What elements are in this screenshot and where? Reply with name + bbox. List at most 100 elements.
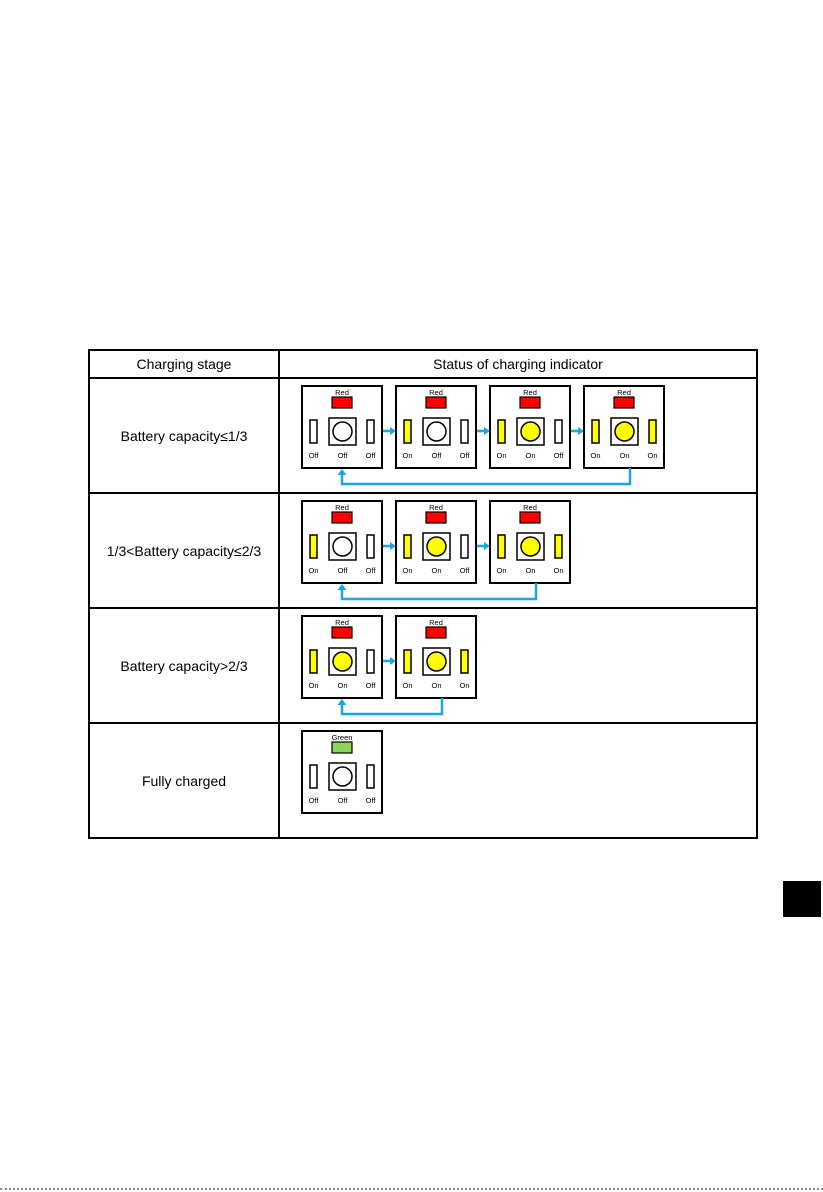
left-bar-indicator-icon [498,420,505,443]
center-state-label: On [525,566,535,575]
left-state-label: On [496,451,506,460]
status-led [332,742,352,753]
left-state-label: Off [309,796,320,805]
loop-back-arrow-head-icon [338,469,347,475]
header-charging-stage: Charging stage [89,350,279,378]
table-header-row: Charging stage Status of charging indica… [89,350,757,378]
status-led [520,397,540,408]
left-state-label: On [402,681,412,690]
center-state-label: Off [338,796,349,805]
right-bar-indicator-icon [367,420,374,443]
status-led [332,397,352,408]
left-state-label: On [496,566,506,575]
indicator-sequence: RedOn On Off RedOn On On [280,609,756,722]
stage-cell: Battery capacity>2/3 [89,608,279,723]
led-label: Red [617,388,631,397]
center-state-label: On [619,451,629,460]
loop-back-arrow-icon [342,698,442,714]
right-bar-indicator-icon [649,420,656,443]
center-state-label: On [337,681,347,690]
right-bar-indicator-icon [555,420,562,443]
loop-back-arrow-icon [342,468,630,484]
circle-indicator-icon [615,422,634,441]
charging-indicator-table: Charging stage Status of charging indica… [88,349,758,839]
left-bar-indicator-icon [310,420,317,443]
led-label: Red [429,388,443,397]
led-label: Green [332,733,353,742]
right-state-label: On [459,681,469,690]
right-bar-indicator-icon [555,535,562,558]
status-cell: RedOnOffOffRedOnOnOffRedOnOnOn [279,493,757,608]
center-state-label: Off [338,566,349,575]
status-led [614,397,634,408]
right-state-label: Off [366,796,377,805]
right-state-label: Off [366,566,377,575]
led-label: Red [429,503,443,512]
loop-back-arrow-head-icon [338,699,347,705]
status-led [520,512,540,523]
center-state-label: On [525,451,535,460]
left-state-label: On [308,566,318,575]
led-label: Red [523,388,537,397]
left-bar-indicator-icon [310,765,317,788]
circle-indicator-icon [427,422,446,441]
page-bottom-rule [0,1188,823,1190]
stage-cell: Battery capacity≤1/3 [89,378,279,493]
status-led [332,627,352,638]
status-led [426,627,446,638]
circle-indicator-icon [427,537,446,556]
status-cell: RedOffOffOffRedOnOffOffRedOnOnOffRedOnOn… [279,378,757,493]
right-state-label: Off [366,681,377,690]
right-state-label: Off [460,566,471,575]
left-bar-indicator-icon [310,650,317,673]
right-state-label: On [647,451,657,460]
right-bar-indicator-icon [367,765,374,788]
left-bar-indicator-icon [498,535,505,558]
circle-indicator-icon [521,537,540,556]
led-label: Red [429,618,443,627]
left-state-label: On [590,451,600,460]
right-state-label: Off [366,451,377,460]
led-label: Red [335,388,349,397]
left-state-label: Off [309,451,320,460]
status-led [426,512,446,523]
led-label: Red [523,503,537,512]
section-tab-marker [783,881,821,917]
header-status: Status of charging indicator [279,350,757,378]
right-bar-indicator-icon [461,535,468,558]
circle-indicator-icon [427,652,446,671]
left-bar-indicator-icon [404,420,411,443]
right-state-label: Off [460,451,471,460]
circle-indicator-icon [521,422,540,441]
indicator-sequence: RedOnOffOffRedOnOnOffRedOnOnOn [280,494,756,607]
center-state-label: Off [338,451,349,460]
left-bar-indicator-icon [592,420,599,443]
left-state-label: On [402,566,412,575]
stage-cell: 1/3<Battery capacity≤2/3 [89,493,279,608]
left-state-label: On [402,451,412,460]
right-bar-indicator-icon [367,535,374,558]
circle-indicator-icon [333,537,352,556]
status-led [426,397,446,408]
left-bar-indicator-icon [310,535,317,558]
loop-back-arrow-head-icon [338,584,347,590]
circle-indicator-icon [333,767,352,786]
right-bar-indicator-icon [367,650,374,673]
led-label: Red [335,618,349,627]
center-state-label: On [431,681,441,690]
